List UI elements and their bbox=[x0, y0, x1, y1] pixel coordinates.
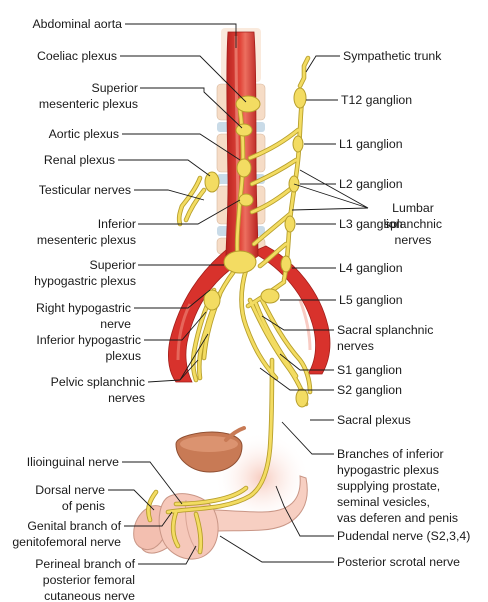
label-lumbar-splanchnic-line1: Lumbar bbox=[392, 201, 434, 215]
label-sympathetic-trunk: Sympathetic trunk bbox=[343, 49, 442, 63]
anatomy bbox=[133, 28, 331, 560]
label-l3-ganglion: L3 ganglion bbox=[339, 217, 403, 231]
coeliac-plexus-node bbox=[235, 95, 261, 113]
superior-mesenteric-node bbox=[235, 123, 253, 137]
renal-plexus-node bbox=[204, 171, 220, 193]
label-inferior-mesenteric-line2: mesenteric plexus bbox=[37, 233, 136, 247]
l5-ganglion bbox=[260, 288, 280, 304]
label-superior-mesenteric-line2: mesenteric plexus bbox=[39, 97, 138, 111]
label-aortic-plexus: Aortic plexus bbox=[49, 127, 119, 141]
label-superior-hypogastric-line2: hypogastric plexus bbox=[34, 274, 136, 288]
l3-ganglion bbox=[284, 215, 296, 233]
l4-ganglion bbox=[280, 255, 292, 273]
inferior-mesenteric-node bbox=[238, 193, 254, 207]
label-perineal-branch-line1: Perineal branch of bbox=[35, 557, 135, 571]
label-genital-branch-line2: genitofemoral nerve bbox=[12, 535, 121, 549]
label-pudendal-nerve: Pudendal nerve (S2,3,4) bbox=[337, 529, 470, 543]
left-common-iliac bbox=[251, 245, 331, 375]
label-right-hypogastric-line2: nerve bbox=[100, 317, 131, 331]
label-pelvic-splanchnic-line2: nerves bbox=[108, 391, 145, 405]
label-branches-inferior-line4: seminal vesicles, bbox=[337, 495, 430, 509]
superior-hypogastric-node bbox=[223, 250, 257, 274]
label-sacral-plexus: Sacral plexus bbox=[337, 413, 411, 427]
label-lumbar-splanchnic-line2: splanchnic bbox=[384, 217, 442, 231]
nerves bbox=[146, 55, 313, 555]
labels: Abdominal aorta Coeliac plexus Superior … bbox=[12, 17, 470, 602]
label-sacral-splanchnic-line2: nerves bbox=[337, 339, 374, 353]
label-genital-branch-line1: Genital branch of bbox=[27, 519, 121, 533]
l1-ganglion bbox=[292, 135, 304, 153]
label-sacral-splanchnic-line1: Sacral splanchnic bbox=[337, 323, 433, 337]
label-superior-mesenteric-line1: Superior bbox=[92, 81, 138, 95]
inferior-hypogastric-node bbox=[203, 289, 221, 311]
label-l1-ganglion: L1 ganglion bbox=[339, 137, 403, 151]
label-posterior-scrotal-nerve: Posterior scrotal nerve bbox=[337, 555, 460, 569]
label-l4-ganglion: L4 ganglion bbox=[339, 261, 403, 275]
label-testicular-nerves: Testicular nerves bbox=[39, 183, 131, 197]
label-branches-inferior-line5: vas deferen and penis bbox=[337, 511, 458, 525]
label-branches-inferior-line2: hypogastric plexus bbox=[337, 463, 439, 477]
label-t12-ganglion: T12 ganglion bbox=[341, 93, 412, 107]
label-coeliac-plexus: Coeliac plexus bbox=[37, 49, 117, 63]
label-inferior-mesenteric-line1: Inferior bbox=[98, 217, 136, 231]
aortic-plexus-node bbox=[236, 158, 252, 178]
label-perineal-branch-line3: cutaneous nerve bbox=[44, 589, 135, 602]
t12-ganglion bbox=[293, 87, 307, 109]
label-l2-ganglion: L2 ganglion bbox=[339, 177, 403, 191]
label-lumbar-splanchnic-line3: nerves bbox=[395, 233, 432, 247]
label-dorsal-nerve-line2: of penis bbox=[62, 499, 105, 513]
sacral-plexus-node bbox=[295, 388, 309, 408]
label-superior-hypogastric-line1: Superior bbox=[90, 258, 136, 272]
label-l5-ganglion: L5 ganglion bbox=[339, 293, 403, 307]
label-dorsal-nerve-line1: Dorsal nerve bbox=[35, 483, 105, 497]
label-s2-ganglion: S2 ganglion bbox=[337, 383, 402, 397]
right-common-iliac bbox=[168, 249, 239, 383]
label-pelvic-splanchnic-line1: Pelvic splanchnic bbox=[51, 375, 145, 389]
label-perineal-branch-line2: posterior femoral bbox=[43, 573, 135, 587]
label-abdominal-aorta: Abdominal aorta bbox=[32, 17, 122, 31]
label-inferior-hypogastric-line1: Inferior hypogastric bbox=[36, 333, 141, 347]
leader-lines bbox=[108, 23, 369, 565]
label-right-hypogastric-line1: Right hypogastric bbox=[36, 301, 131, 315]
label-branches-inferior-line1: Branches of inferior bbox=[337, 447, 444, 461]
label-renal-plexus: Renal plexus bbox=[44, 153, 115, 167]
label-ilioinguinal-nerve: Ilioinguinal nerve bbox=[27, 455, 119, 469]
label-inferior-hypogastric-line2: plexus bbox=[105, 349, 141, 363]
label-branches-inferior-line3: supplying prostate, bbox=[337, 479, 440, 493]
label-s1-ganglion: S1 ganglion bbox=[337, 363, 402, 377]
